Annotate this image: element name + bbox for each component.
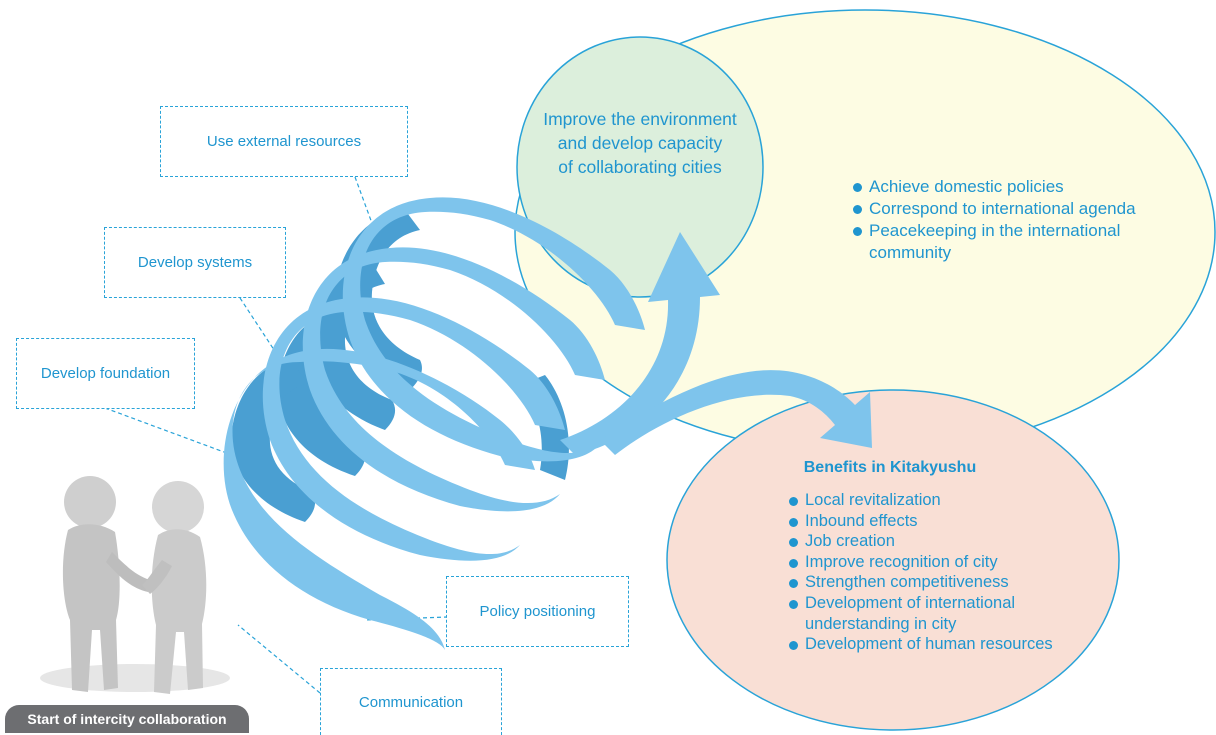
pink-bubble-list: Local revitalization Inbound effects Job… xyxy=(788,490,1128,655)
use-external-resources-label: Use external resources xyxy=(160,106,408,177)
pink-bubble xyxy=(666,389,1120,731)
list-item: Achieve domestic policies xyxy=(852,176,1192,198)
green-bubble-line: of collaborating cities xyxy=(558,157,722,177)
list-item: Inbound effects xyxy=(788,511,1128,532)
two-people-handshake-icon xyxy=(40,476,230,694)
policy-positioning-label: Policy positioning xyxy=(446,576,629,647)
green-bubble-line: and develop capacity xyxy=(557,133,723,153)
start-badge: Start of intercity collaboration xyxy=(5,705,249,733)
list-item: Job creation xyxy=(788,531,1128,552)
list-item: Development of international understandi… xyxy=(788,593,1070,634)
yellow-bubble-list: Achieve domestic policies Correspond to … xyxy=(852,176,1192,264)
green-bubble xyxy=(516,36,764,298)
communication-label: Communication xyxy=(320,668,502,735)
list-item: Correspond to international agenda xyxy=(852,198,1192,220)
spiral-ribbon xyxy=(223,197,872,650)
list-item: Development of human resources xyxy=(788,634,1128,655)
list-item: Peacekeeping in the international commun… xyxy=(852,220,1179,264)
pink-bubble-title: Benefits in Kitakyushu xyxy=(803,459,977,476)
develop-systems-label: Develop systems xyxy=(104,227,286,298)
list-item: Improve recognition of city xyxy=(788,552,1128,573)
green-bubble-line: Improve the environment xyxy=(543,109,737,129)
list-item: Local revitalization xyxy=(788,490,1128,511)
develop-foundation-label: Develop foundation xyxy=(16,338,195,409)
green-bubble-text: Improve the environment and develop capa… xyxy=(525,107,755,179)
list-item: Strengthen competitiveness xyxy=(788,572,1128,593)
